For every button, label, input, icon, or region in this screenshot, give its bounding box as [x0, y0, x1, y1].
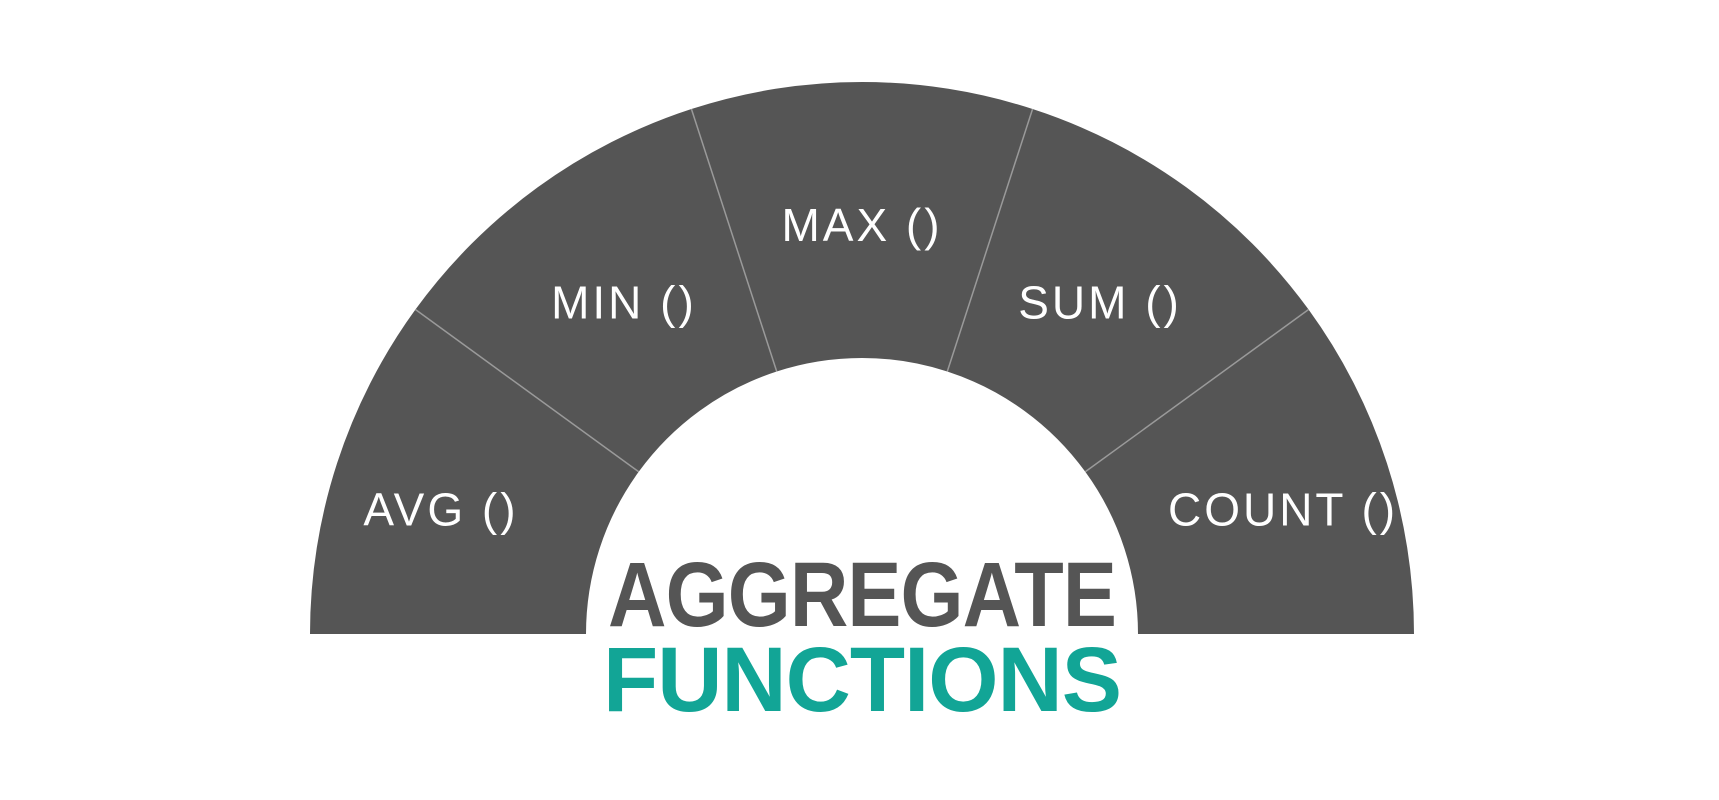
segment-divider — [946, 108, 1034, 372]
segment-sum — [947, 109, 1309, 472]
labels-layer: AVG () MIN () MAX () SUM () COUNT () — [363, 199, 1398, 535]
segment-label-count: COUNT () — [1168, 483, 1398, 535]
segment-avg — [310, 309, 639, 634]
title-functions: FUNCTIONS — [603, 629, 1121, 731]
segment-min — [415, 109, 777, 472]
segment-label-avg: AVG () — [363, 483, 518, 535]
title-aggregate: AGGREGATE — [608, 544, 1116, 646]
segments-layer — [310, 82, 1414, 634]
segment-max — [691, 82, 1033, 372]
dividers-layer — [414, 108, 1310, 473]
segment-count — [1085, 309, 1414, 634]
segment-divider — [414, 308, 640, 473]
segment-divider — [1084, 308, 1310, 473]
segment-label-min: MIN () — [551, 277, 697, 329]
segment-divider — [690, 108, 778, 372]
segment-label-sum: SUM () — [1018, 277, 1182, 329]
segment-label-max: MAX () — [781, 199, 942, 251]
